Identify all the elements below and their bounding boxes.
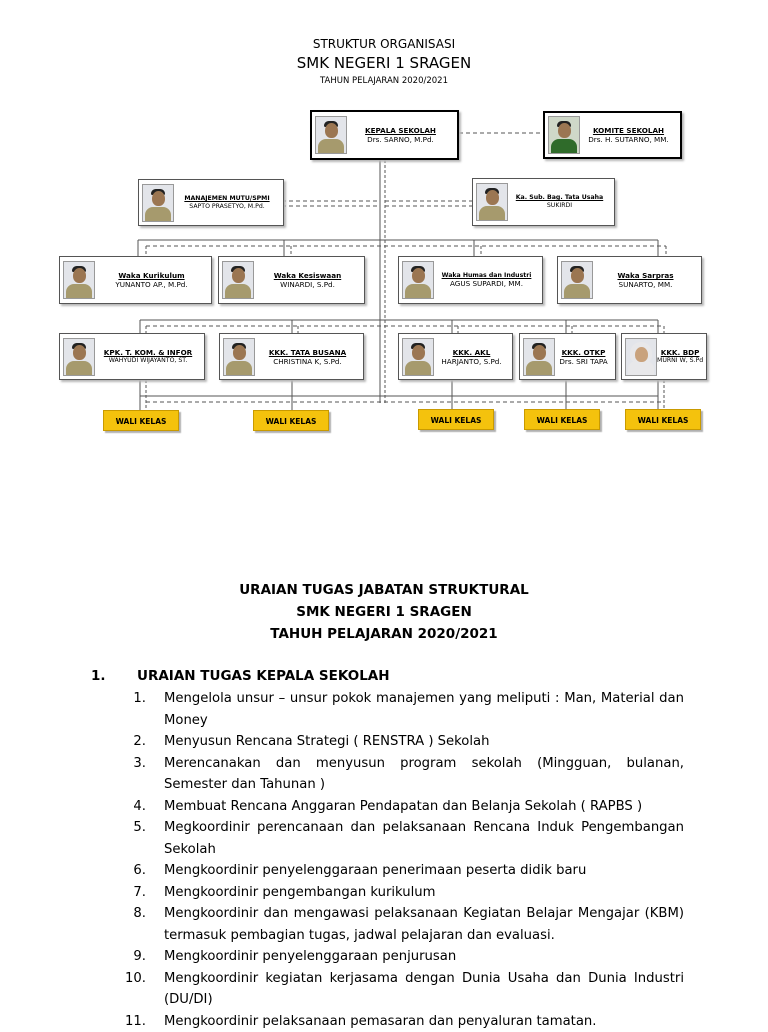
- list-item-number: 3.: [118, 753, 146, 796]
- waka-sarpras-role: Waka Sarpras: [593, 271, 698, 280]
- kkk-akl-role: KKK. AKL: [434, 348, 509, 357]
- waka-humas-box: Waka Humas dan Industri AGUS SUPARDI, MM…: [398, 256, 543, 304]
- section-title: URAIAN TUGAS JABATAN STRUKTURAL: [0, 582, 768, 598]
- list-item-number: 2.: [118, 731, 146, 753]
- waka-sarpras-box: Waka Sarpras SUNARTO, MM.: [557, 256, 702, 304]
- list-item-text: Mengkoordinir pengembangan kurikulum: [164, 882, 684, 904]
- kkk-otkp-name: Drs. SRI TAPA: [555, 357, 612, 366]
- section-year: TAHUH PELAJARAN 2020/2021: [0, 626, 768, 642]
- komite-sekolah-name: Drs. H. SUTARNO, MM.: [580, 135, 677, 144]
- tata-usaha-role: Ka. Sub. Bag. Tata Usaha: [508, 194, 611, 202]
- waka-sarpras-photo: [561, 261, 593, 299]
- list-item-text: Mengkoordinir dan mengawasi pelaksanaan …: [164, 903, 684, 946]
- list-item-number: 11.: [118, 1011, 146, 1032]
- subsection-title: URAIAN TUGAS KEPALA SEKOLAH: [137, 668, 390, 684]
- kepala-sekolah-photo: [315, 116, 347, 154]
- manajemen-mutu-box: MANAJEMEN MUTU/SPMI SAPTO PRASETYO, M.Pd…: [138, 179, 284, 226]
- kkk-tata-busana-box: KKK. TATA BUSANA CHRISTINA K, S.Pd.: [219, 333, 364, 380]
- komite-sekolah-photo: [548, 116, 580, 154]
- list-item-number: 1.: [118, 688, 146, 731]
- kkk-bdp-photo: [625, 338, 657, 376]
- waka-kesiswaan-box: Waka Kesiswaan WINARDI, S.Pd.: [218, 256, 365, 304]
- list-item-number: 4.: [118, 796, 146, 818]
- komite-sekolah-role: KOMITE SEKOLAH: [580, 126, 677, 135]
- kkk-tata-busana-role: KKK. TATA BUSANA: [255, 348, 360, 357]
- waka-kurikulum-photo: [63, 261, 95, 299]
- list-item: 3. Merencanakan dan menyusun program seko…: [118, 753, 684, 796]
- kkk-otkp-box: KKK. OTKP Drs. SRI TAPA: [519, 333, 616, 380]
- list-item-text: Mengkoordinir pelaksanaan pemasaran dan …: [164, 1011, 684, 1032]
- kpk-tkom-name: WAHYUDI WIJAYANTO, ST.: [95, 357, 201, 365]
- list-item-number: 7.: [118, 882, 146, 904]
- list-item: 1. Mengelola unsur – unsur pokok manajeme…: [118, 688, 684, 731]
- wali-kelas-5: WALI KELAS: [625, 409, 701, 430]
- subsection-number: 1.: [91, 668, 137, 684]
- kkk-akl-name: HARJANTO, S.Pd.: [434, 357, 509, 366]
- list-item-text: Mengkoordinir kegiatan kerjasama dengan …: [164, 968, 684, 1011]
- waka-sarpras-name: SUNARTO, MM.: [593, 280, 698, 289]
- list-item-text: Merencanakan dan menyusun program sekola…: [164, 753, 684, 796]
- kpk-tkom-photo: [63, 338, 95, 376]
- kkk-akl-photo: [402, 338, 434, 376]
- kkk-bdp-name: MURNI W, S.Pd: [657, 357, 703, 365]
- list-item: 5. Megkoordinir perencanaan dan pelaksana…: [118, 817, 684, 860]
- kkk-otkp-photo: [523, 338, 555, 376]
- list-item: 10. Mengkoordinir kegiatan kerjasama deng…: [118, 968, 684, 1011]
- list-item-text: Membuat Rencana Anggaran Pendapatan dan …: [164, 796, 684, 818]
- list-item-text: Menyusun Rencana Strategi ( RENSTRA ) Se…: [164, 731, 684, 753]
- list-item: 4. Membuat Rencana Anggaran Pendapatan da…: [118, 796, 684, 818]
- kepala-sekolah-name: Drs. SARNO, M.Pd.: [347, 135, 454, 144]
- tata-usaha-name: SUKIRDI: [508, 202, 611, 210]
- task-list: 1. Mengelola unsur – unsur pokok manajeme…: [118, 688, 684, 1032]
- list-item-number: 5.: [118, 817, 146, 860]
- tata-usaha-box: Ka. Sub. Bag. Tata Usaha SUKIRDI: [472, 178, 615, 226]
- waka-humas-role: Waka Humas dan Industri: [434, 272, 539, 280]
- waka-kurikulum-name: YUNANTO AP., M.Pd.: [95, 280, 208, 289]
- waka-kesiswaan-role: Waka Kesiswaan: [254, 271, 361, 280]
- list-item: 9. Mengkoordinir penyelenggaraan penjurus…: [118, 946, 684, 968]
- list-item-number: 6.: [118, 860, 146, 882]
- list-item-number: 10.: [118, 968, 146, 1011]
- wali-kelas-1: WALI KELAS: [103, 410, 179, 431]
- list-item: 11. Mengkoordinir pelaksanaan pemasaran d…: [118, 1011, 684, 1032]
- waka-humas-name: AGUS SUPARDI, MM.: [434, 279, 539, 288]
- waka-kurikulum-box: Waka Kurikulum YUNANTO AP., M.Pd.: [59, 256, 212, 304]
- kkk-tata-busana-name: CHRISTINA K, S.Pd.: [255, 357, 360, 366]
- kkk-bdp-role: KKK. BDP: [657, 348, 703, 357]
- list-item: 7. Mengkoordinir pengembangan kurikulum: [118, 882, 684, 904]
- waka-humas-photo: [402, 261, 434, 299]
- manajemen-mutu-photo: [142, 184, 174, 222]
- wali-kelas-2: WALI KELAS: [253, 410, 329, 431]
- kpk-tkom-role: KPK. T. KOM. & INFOR: [95, 348, 201, 357]
- kkk-akl-box: KKK. AKL HARJANTO, S.Pd.: [398, 333, 513, 380]
- tata-usaha-photo: [476, 183, 508, 221]
- list-item-text: Mengkoordinir penyelenggaraan penjurusan: [164, 946, 684, 968]
- list-item: 6. Mengkoordinir penyelenggaraan penerima…: [118, 860, 684, 882]
- kpk-tkom-box: KPK. T. KOM. & INFOR WAHYUDI WIJAYANTO, …: [59, 333, 205, 380]
- waka-kurikulum-role: Waka Kurikulum: [95, 271, 208, 280]
- list-item-number: 8.: [118, 903, 146, 946]
- kkk-tata-busana-photo: [223, 338, 255, 376]
- wali-kelas-4: WALI KELAS: [524, 409, 600, 430]
- list-item-text: Mengelola unsur – unsur pokok manajemen …: [164, 688, 684, 731]
- kkk-otkp-role: KKK. OTKP: [555, 348, 612, 357]
- kepala-sekolah-role: KEPALA SEKOLAH: [347, 126, 454, 135]
- kkk-bdp-box: KKK. BDP MURNI W, S.Pd: [621, 333, 707, 380]
- manajemen-mutu-role: MANAJEMEN MUTU/SPMI: [174, 195, 280, 203]
- list-item: 8. Mengkoordinir dan mengawasi pelaksanaa…: [118, 903, 684, 946]
- wali-kelas-3: WALI KELAS: [418, 409, 494, 430]
- komite-sekolah-box: KOMITE SEKOLAH Drs. H. SUTARNO, MM.: [543, 111, 682, 159]
- list-item-text: Megkoordinir perencanaan dan pelaksanaan…: [164, 817, 684, 860]
- list-item-text: Mengkoordinir penyelenggaraan penerimaan…: [164, 860, 684, 882]
- waka-kesiswaan-photo: [222, 261, 254, 299]
- section-school: SMK NEGERI 1 SRAGEN: [0, 604, 768, 620]
- waka-kesiswaan-name: WINARDI, S.Pd.: [254, 280, 361, 289]
- subsection-heading: 1.URAIAN TUGAS KEPALA SEKOLAH: [91, 668, 390, 684]
- manajemen-mutu-name: SAPTO PRASETYO, M.Pd.: [174, 203, 280, 211]
- list-item: 2. Menyusun Rencana Strategi ( RENSTRA ) …: [118, 731, 684, 753]
- kepala-sekolah-box: KEPALA SEKOLAH Drs. SARNO, M.Pd.: [310, 110, 459, 160]
- list-item-number: 9.: [118, 946, 146, 968]
